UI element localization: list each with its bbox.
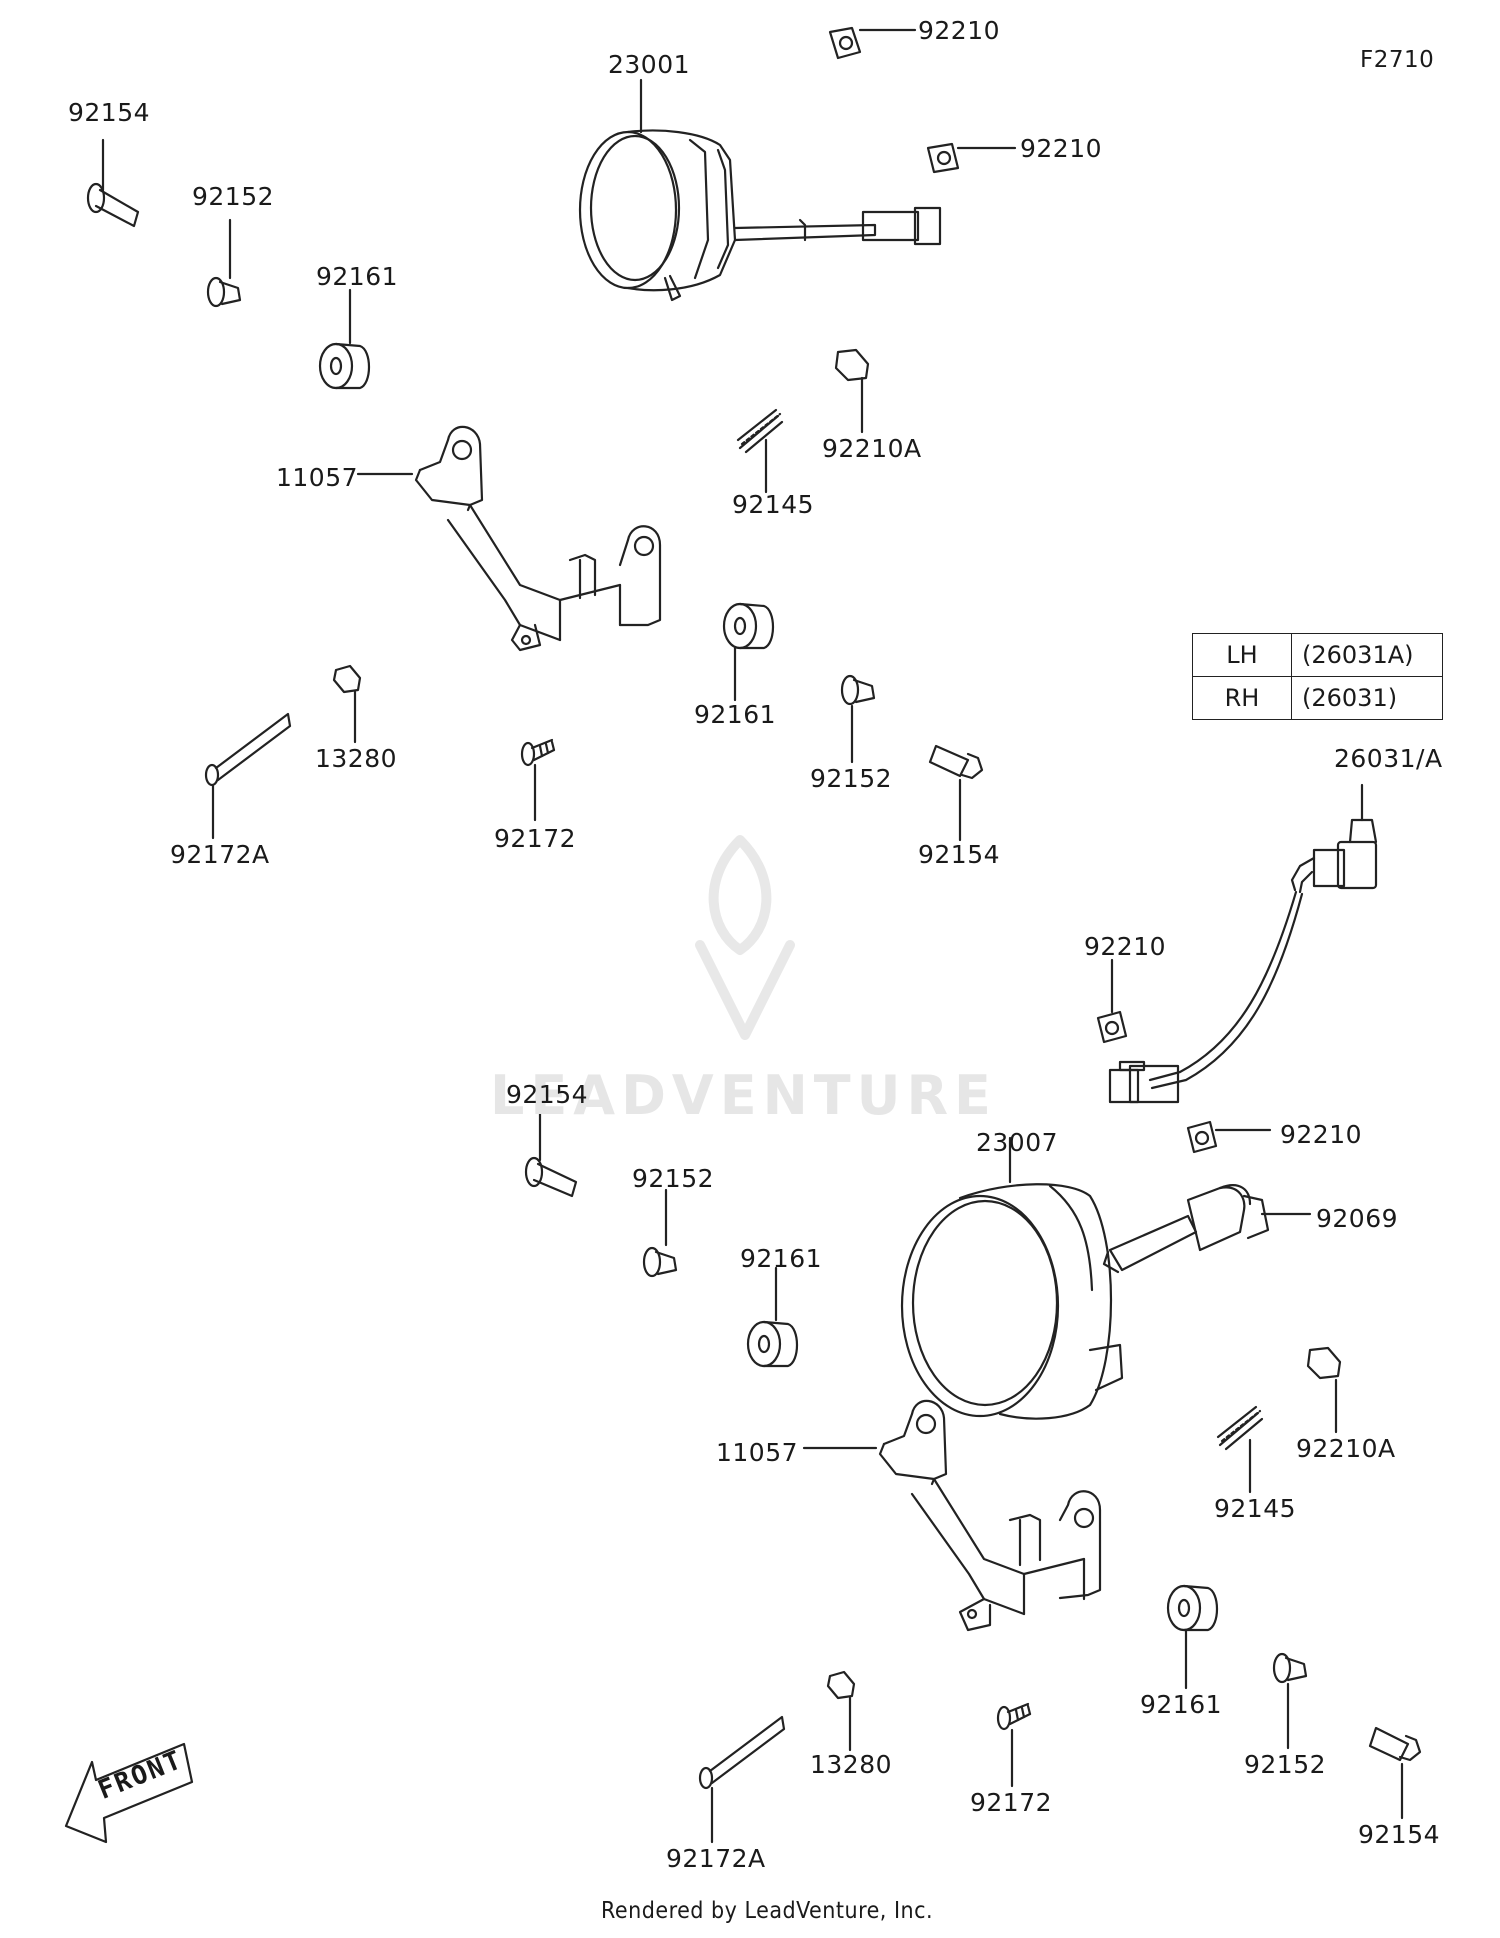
bracket-11057-low[interactable] [802,1399,1102,1632]
side-row-rh: RH (26031) [1192,676,1443,720]
callout-92161[interactable]: 92161 [740,1244,823,1273]
callout-26031A[interactable]: 26031/A [1334,744,1443,773]
bolt-92154-lowright[interactable] [1368,1726,1422,1820]
nut-92210A-low[interactable] [1306,1346,1342,1434]
headlight-23001[interactable] [578,78,942,302]
side-code: (26031) [1291,676,1443,720]
callout-23001[interactable]: 23001 [608,50,691,79]
callout-92145[interactable]: 92145 [732,490,815,519]
bolt-92172A-top[interactable] [204,712,292,840]
nut-92210A-top[interactable] [834,348,870,434]
side-table: LH (26031A) RH (26031) [1192,633,1443,720]
callout-23007[interactable]: 23007 [976,1128,1059,1157]
callout-92210[interactable]: 92210 [1020,134,1103,163]
bolt-92154-lowleft[interactable] [524,1104,578,1198]
nut-13280-top[interactable] [332,664,362,744]
grommet-92161-lowright[interactable] [1166,1584,1219,1690]
callout-92154[interactable]: 92154 [68,98,151,127]
bolt-92154-top[interactable] [86,138,140,228]
side-label: LH [1192,633,1292,677]
callout-92210A[interactable]: 92210A [1296,1434,1396,1463]
grommet-92161-top[interactable] [318,288,371,390]
watermark-text: LEADVENTURE [490,1064,997,1127]
callout-13280[interactable]: 13280 [315,744,398,773]
callout-92152[interactable]: 92152 [192,182,275,211]
callout-92154[interactable]: 92154 [1358,1820,1441,1849]
side-row-lh: LH (26031A) [1192,633,1443,677]
callout-92172[interactable]: 92172 [970,1788,1053,1817]
bolt-92154-mid[interactable] [928,744,984,842]
side-code: (26031A) [1291,633,1443,677]
callout-92152[interactable]: 92152 [632,1164,715,1193]
callout-11057[interactable]: 11057 [716,1438,799,1467]
callout-92161[interactable]: 92161 [694,700,777,729]
front-arrow-icon [64,1742,194,1844]
spring-92145-top[interactable] [736,408,784,494]
callout-92172A[interactable]: 92172A [666,1844,766,1873]
clip-92210-low[interactable] [1186,1120,1272,1154]
clip-92210-mid[interactable] [1096,958,1128,1044]
nut-13280-low[interactable] [826,1670,856,1752]
callout-92145[interactable]: 92145 [1214,1494,1297,1523]
bulb-92069[interactable] [1102,1184,1312,1274]
callout-92161[interactable]: 92161 [316,262,399,291]
screw-92172-low[interactable] [996,1702,1032,1788]
grommet-92161-mid[interactable] [722,602,775,702]
spring-92145-low[interactable] [1216,1405,1264,1494]
callout-92210[interactable]: 92210 [918,16,1001,45]
callout-92172[interactable]: 92172 [494,824,577,853]
callout-92161[interactable]: 92161 [1140,1690,1223,1719]
figure-code: F2710 [1360,47,1435,73]
callout-11057[interactable]: 11057 [276,463,359,492]
callout-92210[interactable]: 92210 [1084,932,1167,961]
callout-92152[interactable]: 92152 [810,764,893,793]
lamp-23007[interactable] [900,1136,1124,1420]
watermark-logo [695,835,795,1040]
callout-13280[interactable]: 13280 [810,1750,893,1779]
collar-92152-low[interactable] [642,1188,678,1278]
callout-92172A[interactable]: 92172A [170,840,270,869]
callout-92152[interactable]: 92152 [1244,1750,1327,1779]
clip-92210-top2[interactable] [926,142,1017,174]
collar-92152-lowright[interactable] [1272,1652,1308,1750]
callout-92154[interactable]: 92154 [506,1080,589,1109]
bracket-11057-top[interactable] [356,425,662,652]
screw-92172-top[interactable] [520,738,556,822]
harness-26031[interactable] [1108,783,1378,1104]
collar-92152-top[interactable] [206,218,242,308]
render-credit: Rendered by LeadVenture, Inc. [601,1898,934,1924]
callout-92210A[interactable]: 92210A [822,434,922,463]
callout-92210[interactable]: 92210 [1280,1120,1363,1149]
grommet-92161-low[interactable] [746,1266,799,1368]
callout-92154[interactable]: 92154 [918,840,1001,869]
side-label: RH [1192,676,1292,720]
callout-92069[interactable]: 92069 [1316,1204,1399,1233]
bolt-92172A-low[interactable] [698,1715,786,1844]
collar-92152-mid[interactable] [840,674,876,764]
clip-92210-top1[interactable] [828,26,917,60]
